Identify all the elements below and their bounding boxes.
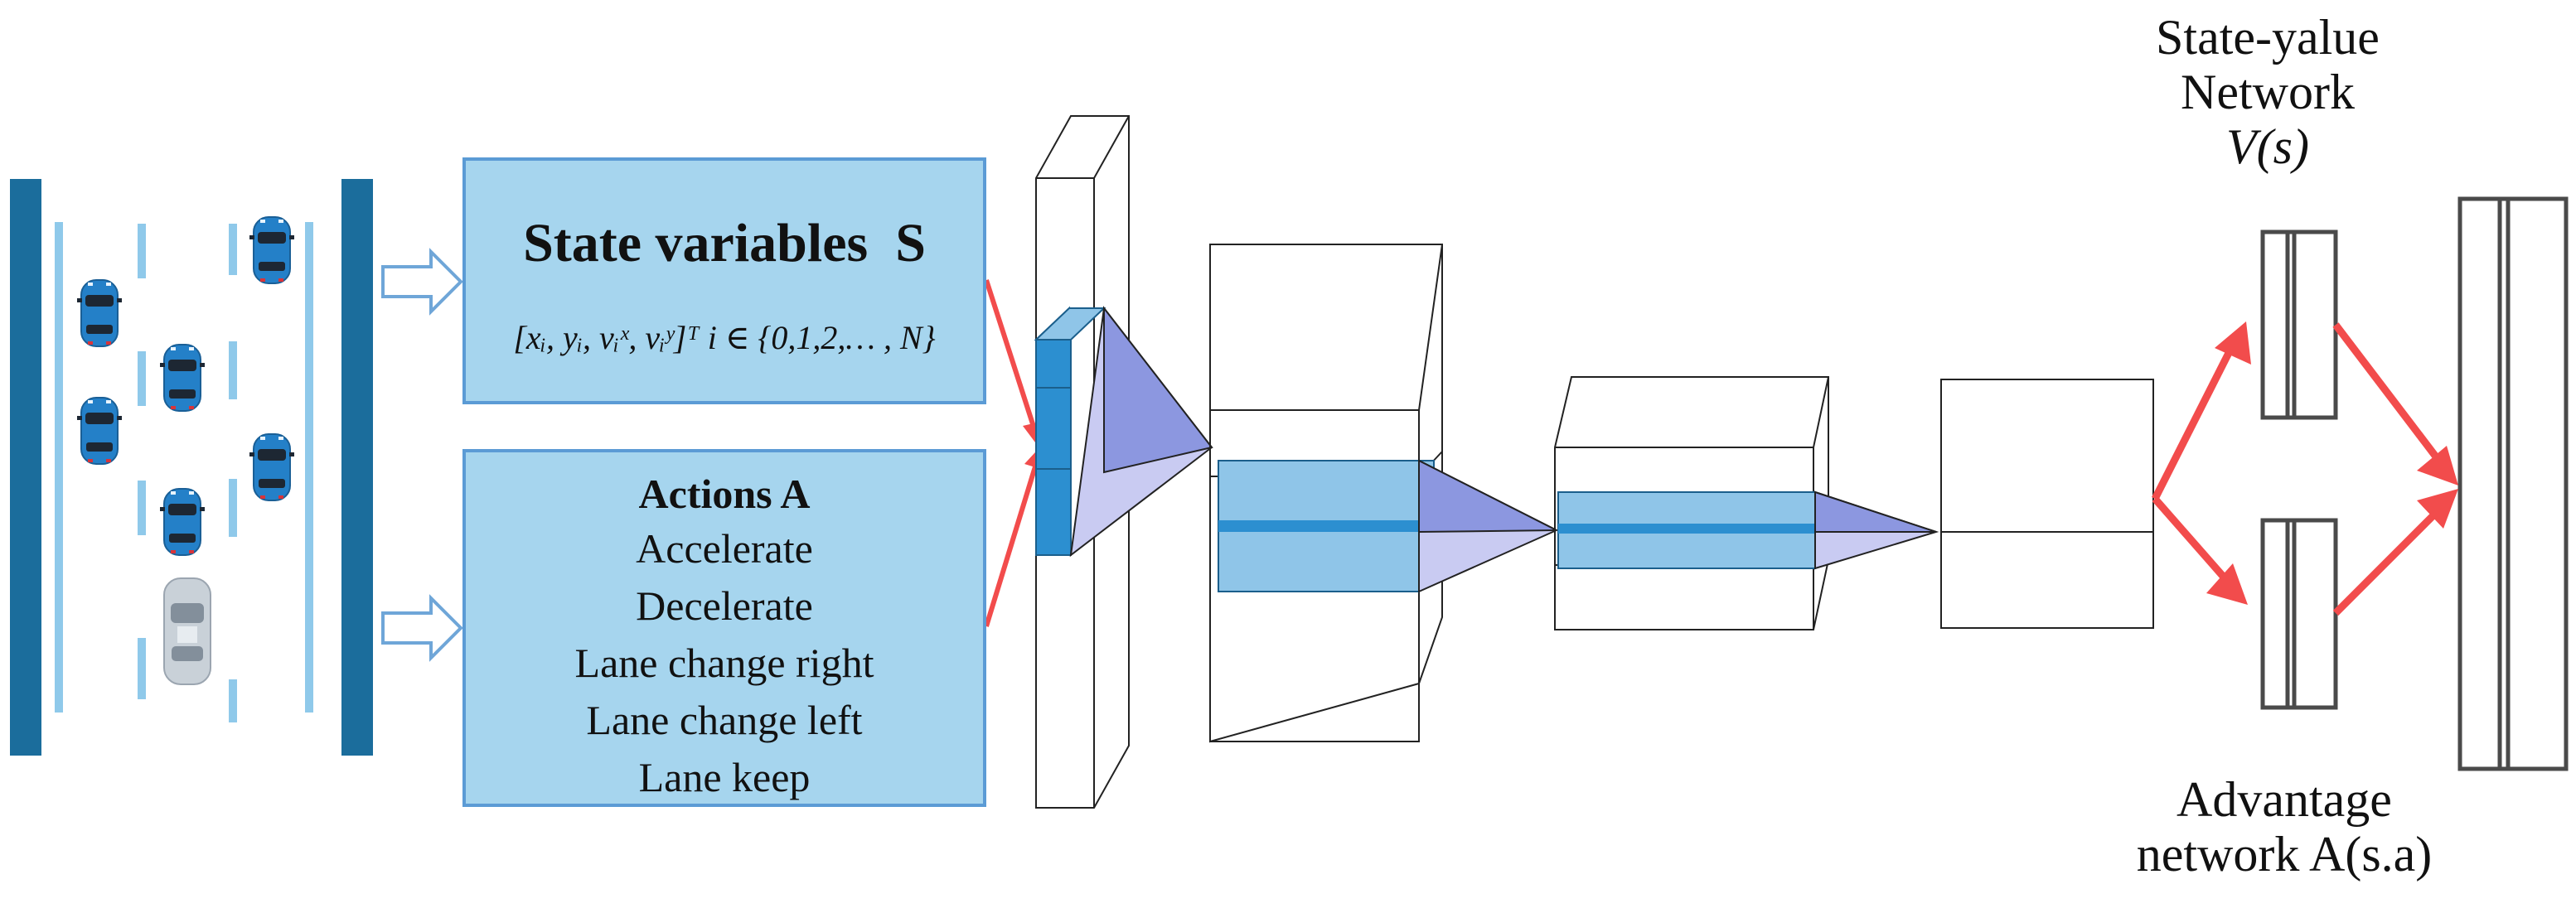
state-variables-title: State variables S bbox=[523, 213, 926, 273]
hollow-arrow-icon bbox=[381, 594, 463, 662]
conv-layer-2 bbox=[1209, 244, 1559, 743]
red-arrow-icon bbox=[2151, 321, 2458, 616]
car-icon bbox=[76, 279, 123, 347]
label-line: Network bbox=[2181, 65, 2355, 119]
label-line: network A(s.a) bbox=[2136, 827, 2433, 882]
conv-layer-3 bbox=[1554, 376, 1939, 630]
car-icon bbox=[159, 488, 206, 556]
hollow-arrow-icon bbox=[381, 248, 463, 316]
state-vector-formula: [xᵢ, yᵢ, vᵢˣ, vᵢʸ]ᵀ i ∈ {0,1,2,… , N} bbox=[513, 319, 936, 356]
lane-line-dashed-left bbox=[138, 224, 146, 699]
label-line: V(s) bbox=[2226, 119, 2309, 174]
action-item: Lane change left bbox=[586, 697, 863, 743]
road-edge-left bbox=[10, 179, 41, 756]
action-item: Lane keep bbox=[638, 754, 811, 800]
action-item: Accelerate bbox=[636, 525, 813, 572]
car-icon bbox=[249, 433, 295, 501]
label-line: State-yalue bbox=[2156, 10, 2380, 65]
ego-car-icon bbox=[163, 577, 211, 685]
road bbox=[10, 179, 373, 756]
actions-panel: Actions A Accelerate Decelerate Lane cha… bbox=[462, 449, 986, 807]
car-icon bbox=[159, 344, 206, 412]
state-variables-panel: State variables S [xᵢ, yᵢ, vᵢˣ, vᵢʸ]ᵀ i … bbox=[462, 157, 986, 404]
action-item: Lane change right bbox=[574, 640, 874, 686]
advantage-stream bbox=[2260, 518, 2338, 710]
car-icon bbox=[76, 397, 123, 465]
label-line: Advantage bbox=[2177, 772, 2392, 827]
q-value-output bbox=[2457, 196, 2569, 771]
state-value-network-label: State-yalue Network V(s) bbox=[2118, 10, 2417, 174]
road-edge-right bbox=[341, 179, 373, 756]
lane-line-solid-right bbox=[305, 222, 313, 713]
actions-title: Actions A bbox=[638, 471, 811, 517]
lane-line-dashed-right bbox=[229, 224, 237, 722]
conv-layer-1 bbox=[1034, 115, 1213, 809]
state-value-stream bbox=[2260, 229, 2338, 420]
car-icon bbox=[249, 216, 295, 284]
fc-layer bbox=[1940, 379, 2154, 629]
action-item: Decelerate bbox=[636, 582, 813, 629]
advantage-network-label: Advantage network A(s.a) bbox=[2110, 772, 2458, 882]
lane-line-solid-left bbox=[55, 222, 63, 713]
